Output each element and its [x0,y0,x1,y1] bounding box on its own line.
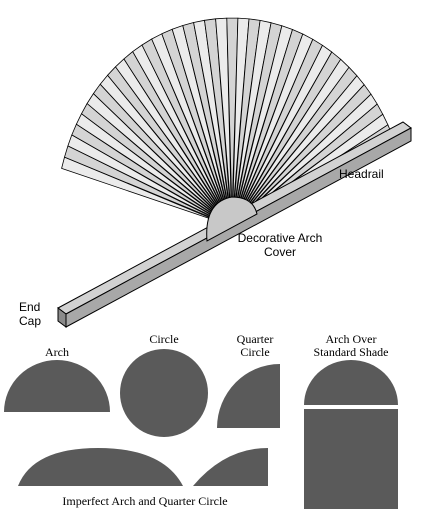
arch-over-top-shape [304,360,398,405]
circle-shape [120,349,208,437]
end-cap [57,307,67,328]
quarter-circle-label-line2: Circle [240,345,269,359]
imperfect-label: Imperfect Arch and Quarter Circle [62,494,227,508]
decorative-arch-cover-label: Decorative Arch [238,231,323,245]
decorative-arch-cover [206,196,258,242]
arch-label: Arch [45,345,69,359]
end-cap-label: End [19,300,40,314]
quarter-circle-shape [217,364,280,428]
quarter-circle-label: Quarter [237,332,274,346]
decorative-arch-cover-label-line2: Cover [264,245,296,259]
arch-shape [4,360,110,412]
arch-over-label-line2: Standard Shade [314,345,389,359]
arch-over-label: Arch Over [326,332,377,346]
headrail-label: Headrail [339,167,384,181]
imperfect-arch-shape [18,448,183,486]
imperfect-quarter-circle-shape [193,448,268,486]
end-cap-label-line2: Cap [19,314,41,328]
standard-shade-shape [304,409,398,509]
circle-label: Circle [149,332,178,346]
pleated-fan-shade [61,17,393,223]
